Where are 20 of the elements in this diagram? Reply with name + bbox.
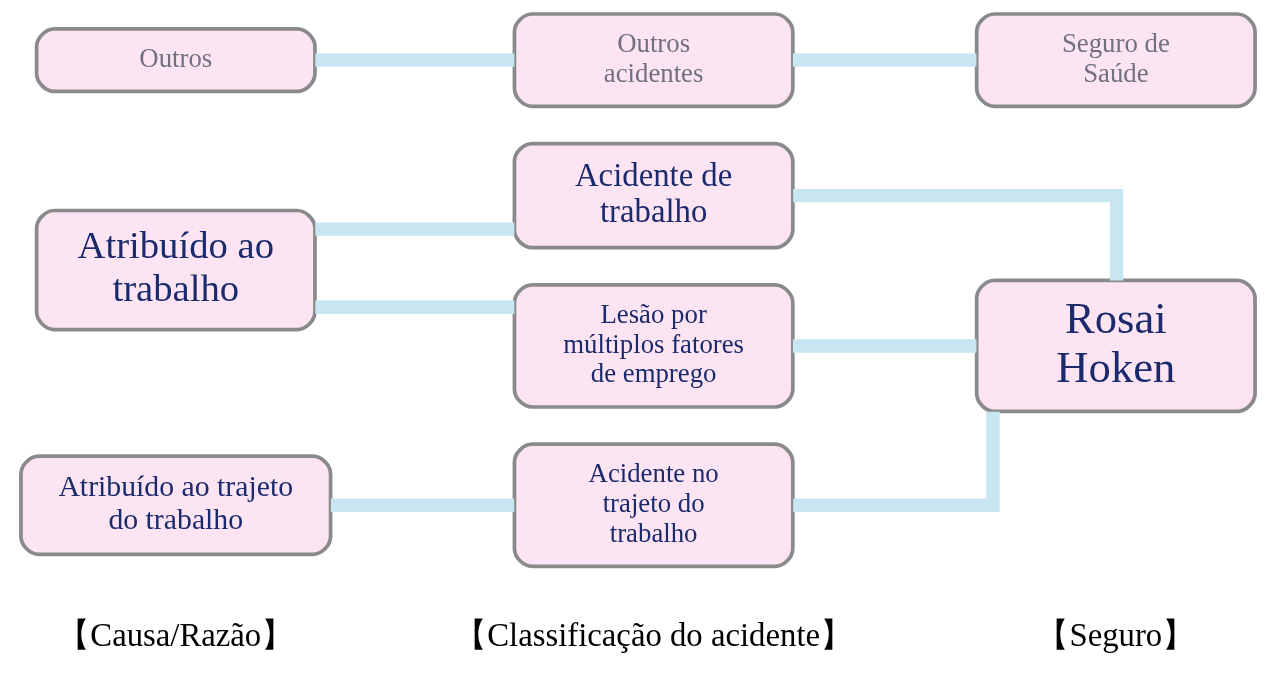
label: 【Seguro】 xyxy=(1035,617,1195,654)
label: 【Causa/Razão】 xyxy=(56,617,294,654)
node-box: Outros xyxy=(34,27,317,94)
node-box: Acidente no trajeto do trabalho xyxy=(512,442,795,569)
node-box: Acidente de trabalho xyxy=(512,141,795,250)
node-box: Atribuído ao trabalho xyxy=(34,208,317,332)
connector xyxy=(314,222,514,236)
connector xyxy=(792,411,1000,512)
node-box: Outros acidentes xyxy=(512,12,795,109)
connector xyxy=(314,53,514,67)
node-box: Rosai Hoken xyxy=(974,278,1257,414)
connector xyxy=(314,300,514,314)
label: 【Classificação do acidente】 xyxy=(453,617,853,654)
node-box: Lesão por múltiplos fatores de emprego xyxy=(512,283,795,409)
connector xyxy=(330,498,514,512)
node-box: Atribuído ao trajeto do trabalho xyxy=(18,454,332,557)
connector xyxy=(792,53,976,67)
connector xyxy=(792,339,976,353)
connector xyxy=(792,188,1123,281)
node-box: Seguro de Saúde xyxy=(974,12,1257,109)
